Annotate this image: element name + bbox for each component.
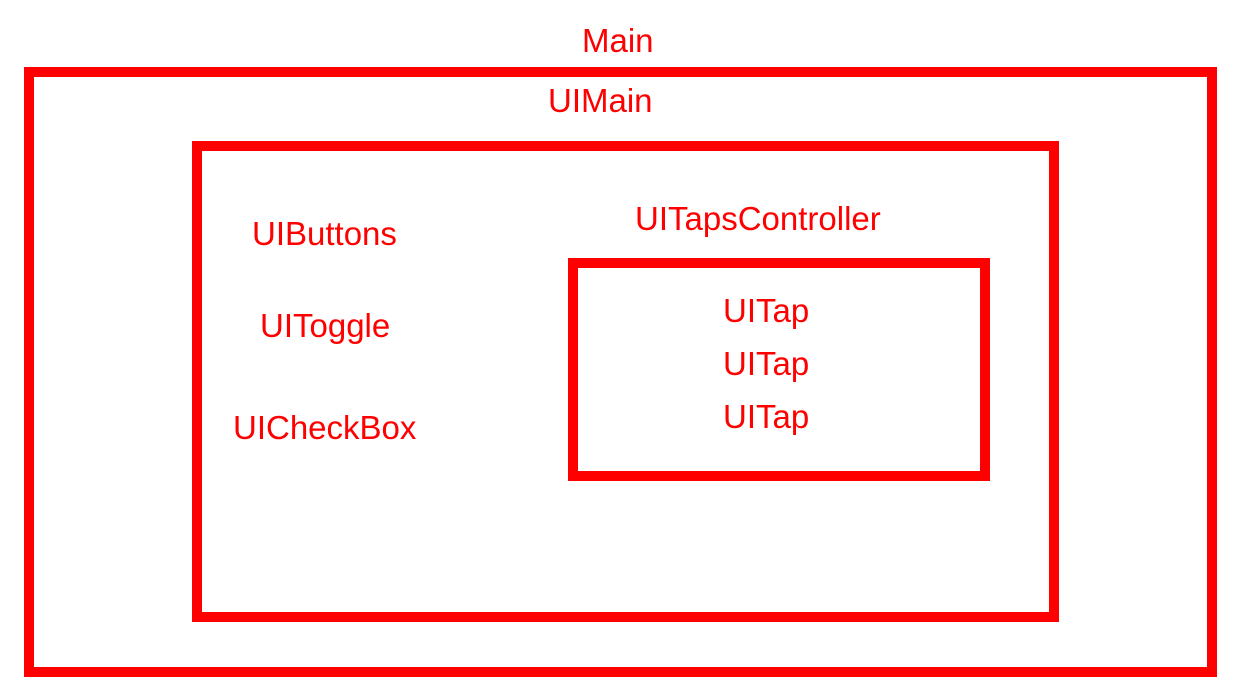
main-node-box: UIMain UIButtons UIToggle UICheckBox UIT…: [24, 67, 1217, 677]
uimain-node-label: UIMain: [548, 82, 653, 119]
uitoggle-node-label: UIToggle: [260, 307, 391, 344]
uibuttons-node-label: UIButtons: [252, 215, 397, 252]
uicheckbox-node-label: UICheckBox: [233, 409, 417, 446]
uitap-node-label: UITap: [723, 398, 810, 435]
main-node-label: Main: [582, 22, 654, 59]
uitap-node-label: UITap: [723, 292, 810, 329]
uitap-node-label: UITap: [723, 345, 810, 382]
uitapscontroller-node-box: UITap UITap UITap: [568, 258, 990, 481]
uimain-node-box: UIButtons UIToggle UICheckBox UITapsCont…: [192, 141, 1059, 622]
uitapscontroller-node-label: UITapsController: [635, 200, 881, 237]
